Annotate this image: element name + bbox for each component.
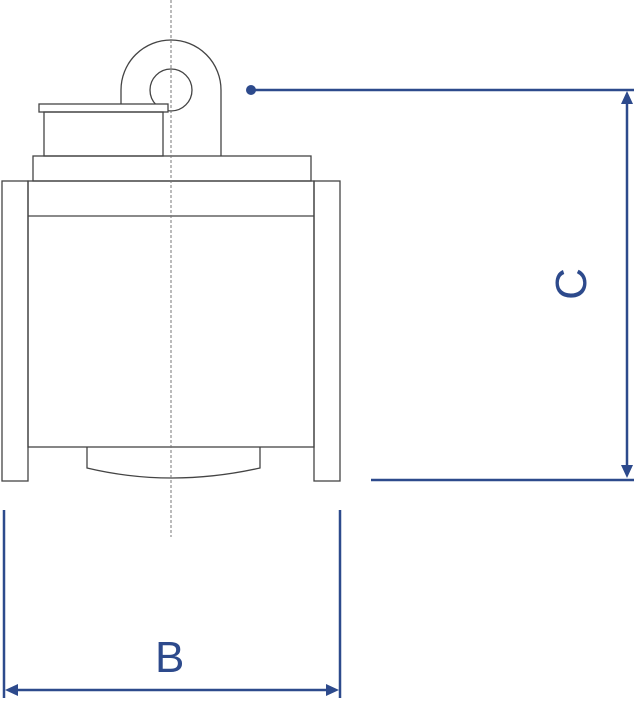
top-plate <box>38 103 169 113</box>
left-column <box>1 180 29 482</box>
dim-c-arrowhead-bottom <box>621 465 633 478</box>
dim-b-arrowhead-right <box>326 684 339 696</box>
dim-b-arrowhead-left <box>5 684 18 696</box>
right-column <box>313 180 341 482</box>
dimension-c-label: C <box>546 268 596 300</box>
bottom-pad <box>86 447 261 479</box>
dimension-b-label: B <box>155 633 185 682</box>
base-block <box>32 155 312 182</box>
dim-c-arrowhead-top <box>621 91 633 104</box>
top-box <box>43 111 164 157</box>
